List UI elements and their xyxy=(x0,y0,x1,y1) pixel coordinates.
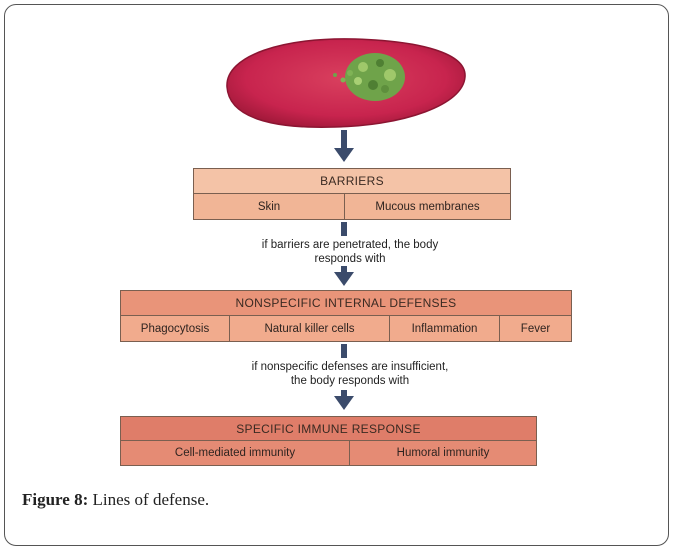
block-items: Phagocytosis Natural killer cells Inflam… xyxy=(120,316,572,342)
barriers-block: BARRIERS Skin Mucous membranes xyxy=(193,168,511,220)
caption-label: Figure 8: xyxy=(22,490,89,509)
figure-caption: Figure 8: Lines of defense. xyxy=(22,490,209,510)
list-item: Fever xyxy=(499,316,571,341)
list-item: Phagocytosis xyxy=(140,322,210,335)
list-item: Skin xyxy=(257,200,281,213)
transition-note: if nonspecific defenses are insufficient… xyxy=(251,361,449,387)
cell-illustration xyxy=(226,38,466,128)
block-title: BARRIERS xyxy=(193,168,511,194)
list-item: Inflammation xyxy=(389,316,499,341)
list-item: Mucous membranes xyxy=(344,194,510,219)
nucleus-icon xyxy=(333,53,405,101)
block-title: SPECIFIC IMMUNE RESPONSE xyxy=(120,416,537,441)
block-title: NONSPECIFIC INTERNAL DEFENSES xyxy=(120,290,572,316)
block-items: Cell-mediated immunity Humoral immunity xyxy=(120,441,537,466)
list-item: Humoral immunity xyxy=(349,441,536,465)
list-item: Natural killer cells xyxy=(229,316,389,341)
list-item: Cell-mediated immunity xyxy=(174,447,296,459)
specific-block: SPECIFIC IMMUNE RESPONSE Cell-mediated i… xyxy=(120,416,537,466)
arrow-down-icon xyxy=(334,130,354,162)
arrow-down-icon xyxy=(334,344,354,410)
caption-text: Lines of defense. xyxy=(88,490,210,509)
nonspecific-block: NONSPECIFIC INTERNAL DEFENSES Phagocytos… xyxy=(120,290,572,342)
arrow-down-icon xyxy=(334,222,354,286)
block-items: Skin Mucous membranes xyxy=(193,194,511,220)
transition-note: if barriers are penetrated, the body res… xyxy=(261,239,439,265)
